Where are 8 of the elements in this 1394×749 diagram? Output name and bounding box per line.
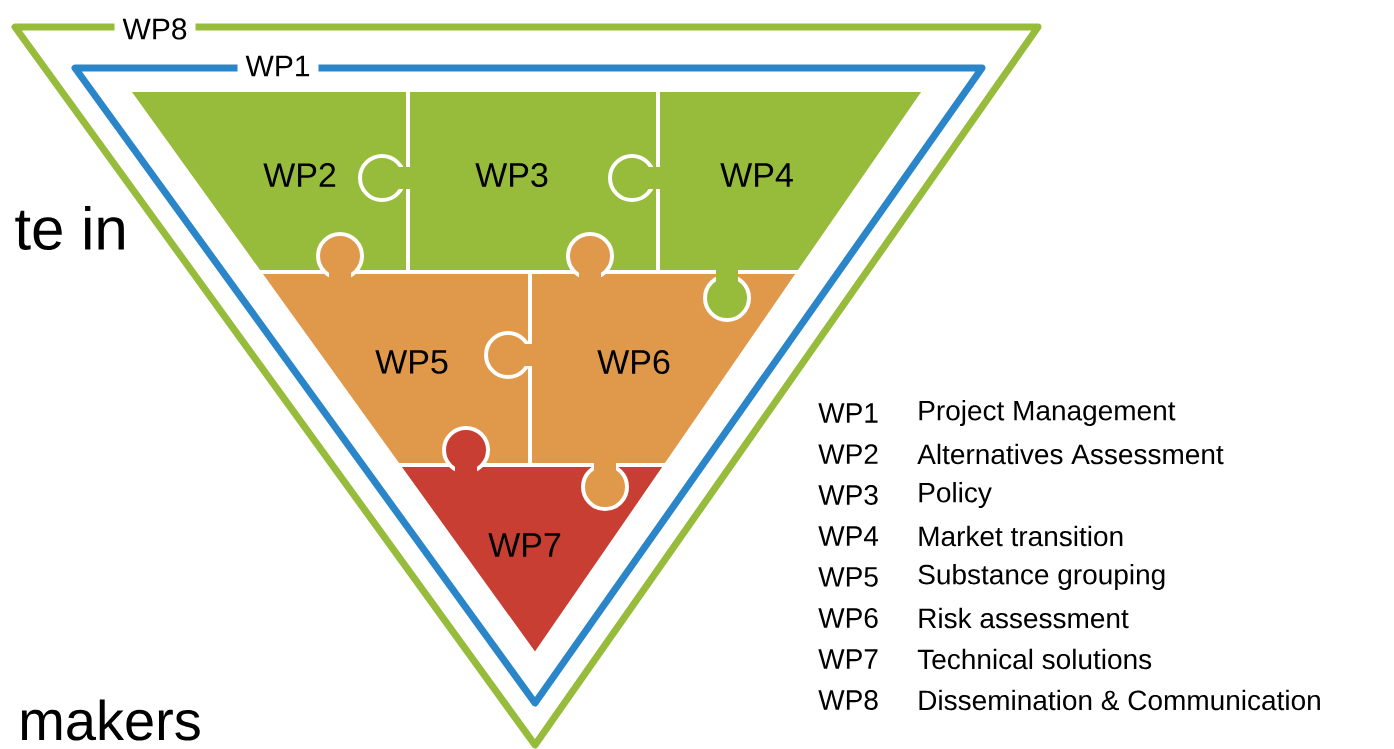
puzzle-piece: WP3 [358, 88, 660, 274]
legend-code: WP4 [818, 526, 879, 546]
legend-code: WP7 [818, 649, 878, 669]
legend-code: WP6 [818, 608, 878, 628]
legend-code: WP5 [818, 567, 878, 587]
legend-code: WP8 [818, 690, 878, 710]
legend-code: WP3 [818, 485, 878, 505]
puzzle-piece: WP4 [608, 88, 927, 322]
